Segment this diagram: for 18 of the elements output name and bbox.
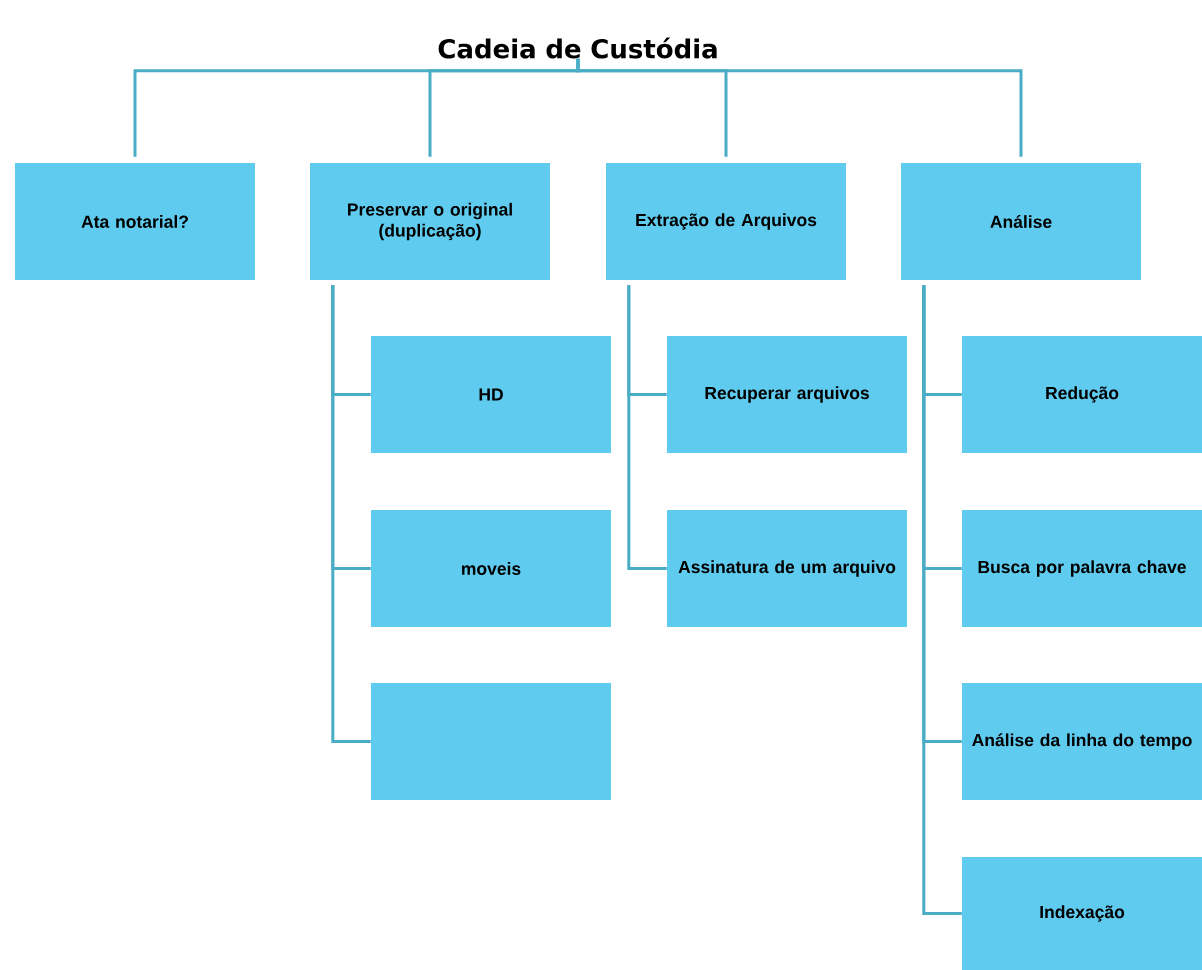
connector-line — [331, 285, 371, 743]
process-box: Análise — [901, 163, 1141, 280]
process-box: Recuperar arquivos — [667, 336, 907, 453]
title-text: Cadeia de Custódia — [438, 37, 717, 59]
process-box — [371, 683, 611, 800]
process-box: Extração de Arquivos — [606, 163, 846, 280]
process-box: Preservar o original (duplicação) — [310, 163, 550, 280]
connector-line — [576, 58, 1023, 157]
process-box: Indexação — [962, 857, 1202, 970]
connector-line — [922, 285, 962, 915]
process-box: moveis — [371, 510, 611, 627]
process-box: Busca por palavra chave — [962, 510, 1202, 627]
process-box: Análise da linha do tempo — [962, 683, 1202, 800]
process-box: Ata notarial? — [15, 163, 255, 280]
process-box: HD — [371, 336, 611, 453]
connector-line — [627, 285, 667, 570]
process-box: Redução — [962, 336, 1202, 453]
process-box: Assinatura de um arquivo — [667, 510, 907, 627]
